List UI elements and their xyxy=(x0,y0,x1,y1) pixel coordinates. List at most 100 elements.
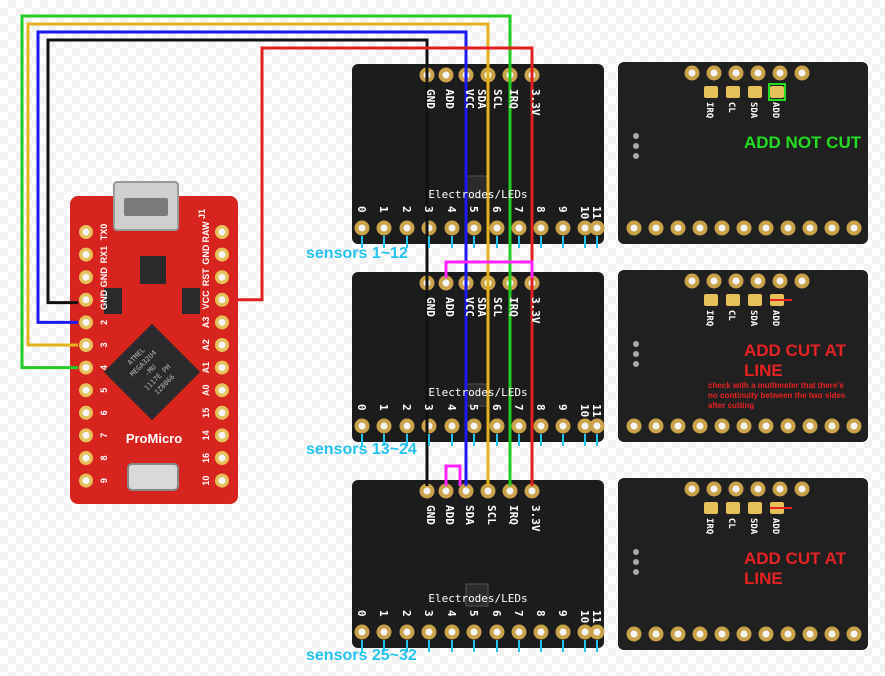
electrode-pad-hole xyxy=(493,422,501,430)
back-electrode-pad-hole xyxy=(762,224,770,232)
touch-controller-chip xyxy=(465,583,489,607)
back-electrode-pad-hole xyxy=(630,630,638,638)
electrode-pad-hole xyxy=(559,422,567,430)
electrode-pad-hole xyxy=(448,628,456,636)
electrode-number: 4 xyxy=(445,404,458,411)
test-point xyxy=(633,569,639,575)
promicro-pin-label-left: 3 xyxy=(99,342,109,347)
solder-jumper xyxy=(748,294,762,306)
back-electrode-pad-hole xyxy=(762,630,770,638)
test-point xyxy=(633,549,639,555)
header-pin-label: ADD xyxy=(443,297,456,317)
promicro-pin-hole xyxy=(82,454,90,462)
promicro-pin-label-right: 16 xyxy=(201,453,211,463)
promicro-pin-label-right: GND xyxy=(201,244,211,265)
electrode-pad-hole xyxy=(403,628,411,636)
back-header-pad-hole xyxy=(688,485,696,493)
promicro-pin-hole xyxy=(82,364,90,372)
back-electrode-pad-hole xyxy=(806,630,814,638)
back-header-pad-hole xyxy=(754,277,762,285)
promicro-pin-hole xyxy=(218,477,226,485)
header-pad-hole xyxy=(442,487,450,495)
header-pin-label: SCL xyxy=(485,505,498,525)
electrode-pad-hole xyxy=(470,628,478,636)
promicro-pin-label-right: 15 xyxy=(201,408,211,418)
back-electrode-pad-hole xyxy=(652,224,660,232)
back-electrode-pad-hole xyxy=(674,630,682,638)
header-pin-label: 3.3V xyxy=(529,297,542,324)
jumper-label: SDA xyxy=(748,518,758,535)
back-electrode-pad-hole xyxy=(740,422,748,430)
header-pin-label: SCL xyxy=(491,89,504,109)
electrode-number: 7 xyxy=(512,610,525,617)
electrode-number: 2 xyxy=(400,206,413,213)
electrode-number: 3 xyxy=(422,610,435,617)
electrode-number: 1 xyxy=(377,610,390,617)
back-header-pad-hole xyxy=(710,277,718,285)
back-header-pad-hole xyxy=(688,277,696,285)
gnd-wire xyxy=(46,38,429,486)
electrode-pad-hole xyxy=(380,422,388,430)
electrode-number: 8 xyxy=(534,404,547,411)
jumper-label: CL xyxy=(726,310,736,321)
test-point xyxy=(633,341,639,347)
solder-jumper xyxy=(770,86,784,98)
jumper-label: IRQ xyxy=(704,518,714,535)
test-point xyxy=(633,351,639,357)
electrode-number: 10 xyxy=(578,404,591,417)
promicro-pin-hole xyxy=(82,318,90,326)
test-point xyxy=(633,133,639,139)
add-jumper-wire-2 xyxy=(444,260,534,278)
sensors-range-label: sensors 1~12 xyxy=(306,245,408,262)
vcc-wire xyxy=(230,46,534,486)
header-pin-label: SDA xyxy=(475,297,488,317)
add-status-note-line2: LINE xyxy=(744,361,783,380)
header-pin-label: ADD xyxy=(443,505,456,525)
promicro-pin-label-right: 14 xyxy=(201,430,211,440)
electrode-number: 4 xyxy=(445,610,458,617)
electrode-number: 6 xyxy=(490,206,503,213)
promicro-pin-hole xyxy=(82,431,90,439)
header-pin-label: GND xyxy=(424,297,437,317)
header-pin-label: IRQ xyxy=(507,297,520,317)
header-pin-label: 3.3V xyxy=(529,505,542,532)
electrode-number: 5 xyxy=(467,404,480,411)
solder-jumper xyxy=(726,294,740,306)
promicro-pin-hole xyxy=(218,454,226,462)
electrode-pad-hole xyxy=(358,224,366,232)
back-electrode-pad-hole xyxy=(674,422,682,430)
multimeter-check-note: no continuity between the two sides xyxy=(708,391,846,400)
electrode-pad-hole xyxy=(470,422,478,430)
electrode-pad-hole xyxy=(493,224,501,232)
promicro-pin-label-right: 10 xyxy=(201,476,211,486)
electrode-number: 0 xyxy=(355,610,368,617)
back-electrode-pad-hole xyxy=(718,630,726,638)
promicro-pin-label-left: 5 xyxy=(99,388,109,393)
header-pin-label: 3.3V xyxy=(529,89,542,116)
promicro-pin-label-left: 9 xyxy=(99,478,109,483)
promicro-pin-hole xyxy=(218,386,226,394)
electrode-pad-hole xyxy=(515,628,523,636)
header-pin-label: IRQ xyxy=(507,89,520,109)
back-electrode-pad-hole xyxy=(696,224,704,232)
solder-jumper xyxy=(704,502,718,514)
test-point xyxy=(633,153,639,159)
back-header-pad-hole xyxy=(754,485,762,493)
back-header-pad-hole xyxy=(754,69,762,77)
back-electrode-pad-hole xyxy=(696,422,704,430)
electrode-number: 2 xyxy=(400,404,413,411)
electrode-number: 7 xyxy=(512,404,525,411)
header-pin-label: IRQ xyxy=(507,505,520,525)
back-electrode-pad-hole xyxy=(740,224,748,232)
sda-wire xyxy=(36,30,468,486)
electrode-number: 6 xyxy=(490,610,503,617)
electrode-number: 10 xyxy=(578,610,591,623)
header-pad-hole xyxy=(506,487,514,495)
promicro-pin-label-left: 2 xyxy=(99,320,109,325)
promicro-pin-hole xyxy=(218,318,226,326)
electrode-pad-hole xyxy=(593,628,601,636)
back-electrode-pad-hole xyxy=(806,224,814,232)
back-board-1 xyxy=(618,62,868,244)
solder-jumper xyxy=(748,86,762,98)
